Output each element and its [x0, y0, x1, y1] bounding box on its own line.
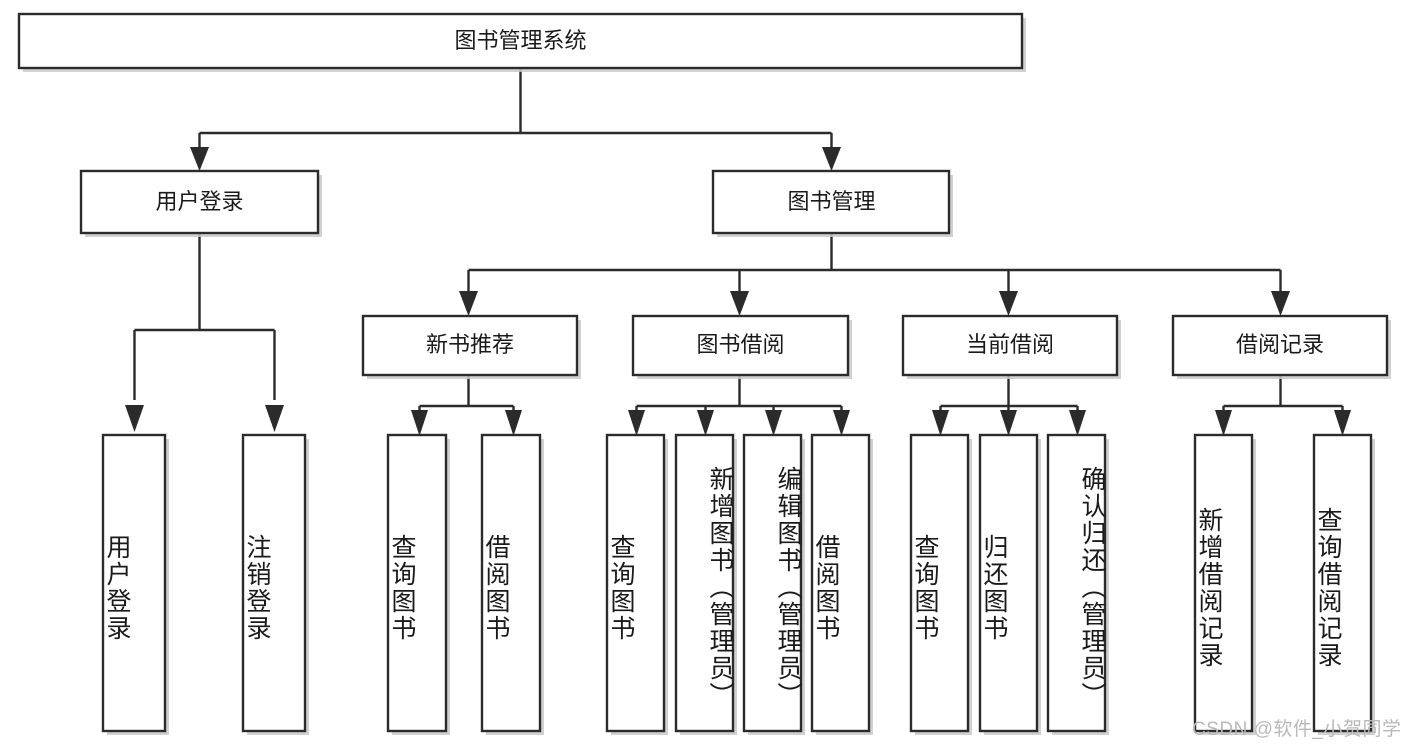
arrow-head-new-book-recommend	[459, 291, 478, 316]
leaf-borrow-book-2-box[interactable]	[810, 433, 871, 733]
leaf-user-login-box[interactable]	[101, 433, 167, 733]
node-book-borrow-box[interactable]	[631, 314, 850, 377]
arrow-head-leaf-borrow-book-1	[505, 410, 522, 436]
node-user-login-label: 用户登录	[155, 189, 243, 214]
arrow-head-leaf-query-book-2	[628, 410, 645, 436]
arrow-head-user-login	[190, 147, 209, 171]
node-book-management-box[interactable]	[711, 169, 951, 235]
leaf-node-layer	[101, 433, 1375, 735]
arrow-head-leaf-confirm-return	[1069, 410, 1086, 436]
node-root-box[interactable]	[17, 12, 1024, 70]
arrow-head-leaf-logout-login	[265, 405, 284, 432]
leaf-query-borrow-record-box[interactable]	[1312, 433, 1373, 733]
leaf-borrow-book-1-box[interactable]	[480, 433, 542, 733]
leaf-logout-login-box[interactable]	[241, 433, 307, 733]
node-current-borrow[interactable]: 当前借阅	[901, 314, 1121, 379]
node-new-book-recommend[interactable]: 新书推荐	[361, 314, 581, 379]
node-current-borrow-box[interactable]	[901, 314, 1119, 377]
node-new-book-recommend-box[interactable]	[361, 314, 579, 377]
arrow-head-leaf-return-book	[1000, 410, 1017, 436]
leaf-return-book-box[interactable]	[978, 433, 1039, 733]
node-root-label: 图书管理系统	[454, 28, 586, 53]
arrow-head-book-management	[822, 147, 841, 171]
csdn-watermark: CSDN @软件_小贺同学	[1192, 719, 1402, 740]
node-book-borrow-label: 图书借阅	[696, 332, 784, 357]
node-borrow-record[interactable]: 借阅记录	[1171, 314, 1391, 379]
connector-layer	[125, 68, 1351, 436]
arrow-head-book-borrow	[730, 291, 749, 316]
arrow-head-leaf-query-borrow-record	[1334, 410, 1351, 436]
leaf-add-book-box[interactable]	[674, 433, 735, 733]
node-new-book-recommend-label: 新书推荐	[426, 332, 514, 357]
leaf-query-book-1-box[interactable]	[386, 433, 448, 733]
leaf-add-borrow-record-box[interactable]	[1193, 433, 1254, 733]
node-book-management-label: 图书管理	[787, 189, 875, 214]
node-book-borrow[interactable]: 图书借阅	[631, 314, 852, 379]
node-borrow-record-box[interactable]	[1171, 314, 1389, 377]
node-user-login[interactable]: 用户登录	[79, 169, 322, 237]
leaf-query-book-3-box[interactable]	[909, 433, 970, 733]
leaf-edit-book-box[interactable]	[742, 433, 803, 733]
leaf-query-book-2-box[interactable]	[605, 433, 666, 733]
node-borrow-record-label: 借阅记录	[1236, 332, 1324, 357]
arrow-head-current-borrow	[999, 291, 1018, 316]
node-book-management[interactable]: 图书管理	[711, 169, 953, 237]
node-root[interactable]: 图书管理系统	[17, 12, 1026, 72]
arrow-head-leaf-user-login	[125, 405, 144, 432]
arrow-head-leaf-query-book-3	[932, 410, 949, 436]
node-current-borrow-label: 当前借阅	[966, 332, 1054, 357]
arrow-head-leaf-add-book	[697, 410, 714, 436]
arrow-head-leaf-edit-book	[765, 410, 782, 436]
arrow-head-leaf-borrow-book-2	[833, 410, 850, 436]
arrow-head-leaf-add-borrow-record	[1215, 410, 1232, 436]
arrow-head-borrow-record	[1271, 291, 1290, 316]
node-user-login-box[interactable]	[79, 169, 320, 235]
leaf-confirm-return-box[interactable]	[1046, 433, 1107, 733]
arrow-head-leaf-query-book-1	[411, 410, 428, 436]
